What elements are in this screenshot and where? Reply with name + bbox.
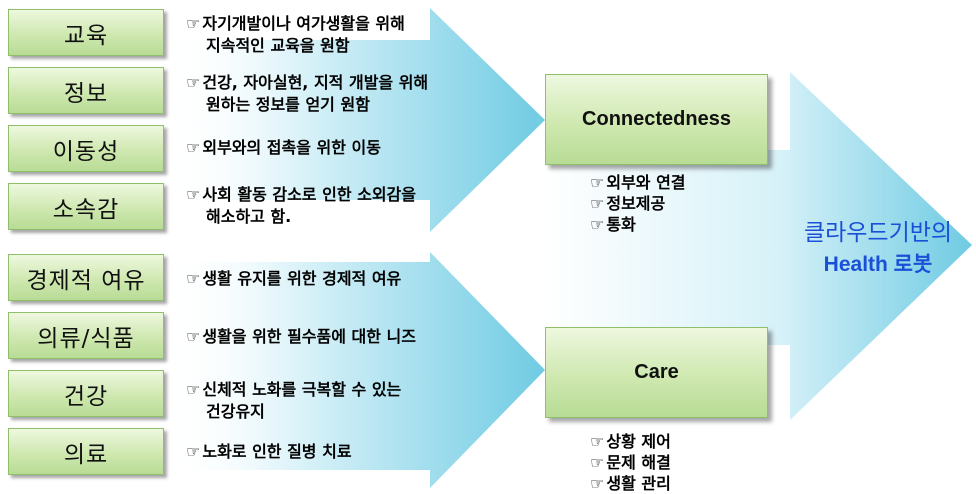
desc-line: 자기개발이나 여가생활을 위해 <box>202 14 405 33</box>
need-description: ☞생활을 위한 필수품에 대한 니즈 <box>186 326 476 348</box>
desc-line: 건강, 자아실현, 지적 개발을 위해 <box>202 73 429 92</box>
pointing-hand-icon: ☞ <box>590 215 605 234</box>
desc-line: 노화로 인한 질병 치료 <box>202 442 352 461</box>
pointing-hand-icon: ☞ <box>590 432 605 451</box>
need-description: ☞사회 활동 감소로 인한 소외감을 해소하고 함. <box>186 184 476 228</box>
need-box-medical: 의료 <box>8 428 164 475</box>
desc-line: 건강유지 <box>206 402 265 421</box>
pointing-hand-icon: ☞ <box>186 442 201 461</box>
need-box-mobility: 이동성 <box>8 125 164 172</box>
desc-line: 지속적인 교육을 원함 <box>206 36 350 55</box>
desc-line: 해소하고 함. <box>206 207 292 226</box>
need-label: 교육 <box>63 22 109 49</box>
need-description: ☞노화로 인한 질병 치료 <box>186 441 476 463</box>
need-label: 의류/식품 <box>37 325 135 352</box>
need-label: 의료 <box>63 441 109 468</box>
need-description: ☞외부와의 접촉을 위한 이동 <box>186 137 476 159</box>
need-box-education: 교육 <box>8 9 164 56</box>
category-title: Care <box>634 361 679 383</box>
need-label: 이동성 <box>52 138 120 165</box>
desc-line: 신체적 노화를 극복할 수 있는 <box>202 380 402 399</box>
top-arrow <box>170 8 545 232</box>
subitem-label: 상황 제어 <box>606 432 671 451</box>
subitem-label: 통화 <box>606 215 636 234</box>
need-description: ☞신체적 노화를 극복할 수 있는 건강유지 <box>186 379 476 423</box>
need-description: ☞건강, 자아실현, 지적 개발을 위해 원하는 정보를 얻기 원함 <box>186 72 476 116</box>
desc-line: 생활 유지를 위한 경제적 여유 <box>202 269 402 288</box>
need-box-information: 정보 <box>8 67 164 114</box>
subitem-label: 생활 관리 <box>606 474 671 493</box>
desc-line: 외부와의 접촉을 위한 이동 <box>202 138 381 157</box>
need-box-economic: 경제적 여유 <box>8 254 164 301</box>
desc-line: 원하는 정보를 얻기 원함 <box>206 95 370 114</box>
subitem-label: 문제 해결 <box>606 453 671 472</box>
pointing-hand-icon: ☞ <box>590 474 605 493</box>
connectedness-box: Connectedness <box>545 74 768 165</box>
pointing-hand-icon: ☞ <box>186 269 201 288</box>
need-description: ☞자기개발이나 여가생활을 위해 지속적인 교육을 원함 <box>186 13 476 57</box>
need-label: 건강 <box>63 383 109 410</box>
list-item: ☞문제 해결 <box>590 452 671 473</box>
pointing-hand-icon: ☞ <box>186 14 201 33</box>
pointing-hand-icon: ☞ <box>186 327 201 346</box>
list-item: ☞통화 <box>590 214 686 235</box>
desc-line: 사회 활동 감소로 인한 소외감을 <box>202 185 416 204</box>
category-title: Connectedness <box>582 108 731 130</box>
need-label: 소속감 <box>52 196 120 223</box>
care-box: Care <box>545 327 768 418</box>
result-label: 클라우드기반의 Health 로봇 <box>780 218 976 280</box>
subitem-label: 정보제공 <box>606 194 666 213</box>
list-item: ☞상황 제어 <box>590 431 671 452</box>
list-item: ☞정보제공 <box>590 193 686 214</box>
subitem-label: 외부와 연결 <box>606 173 686 192</box>
pointing-hand-icon: ☞ <box>590 453 605 472</box>
need-description: ☞생활 유지를 위한 경제적 여유 <box>186 268 476 290</box>
desc-line: 생활을 위한 필수품에 대한 니즈 <box>202 327 416 346</box>
pointing-hand-icon: ☞ <box>590 173 605 192</box>
list-item: ☞외부와 연결 <box>590 172 686 193</box>
need-box-belonging: 소속감 <box>8 183 164 230</box>
result-line-2: Health 로봇 <box>823 253 933 276</box>
connectedness-subitems: ☞외부와 연결 ☞정보제공 ☞통화 <box>590 172 686 235</box>
need-label: 정보 <box>63 80 109 107</box>
result-line-1: 클라우드기반의 <box>803 220 953 246</box>
pointing-hand-icon: ☞ <box>186 73 201 92</box>
pointing-hand-icon: ☞ <box>186 380 201 399</box>
pointing-hand-icon: ☞ <box>186 185 201 204</box>
pointing-hand-icon: ☞ <box>590 194 605 213</box>
need-box-health: 건강 <box>8 370 164 417</box>
list-item: ☞생활 관리 <box>590 473 671 494</box>
bottom-arrow <box>170 252 545 488</box>
need-box-clothing-food: 의류/식품 <box>8 312 164 359</box>
pointing-hand-icon: ☞ <box>186 138 201 157</box>
care-subitems: ☞상황 제어 ☞문제 해결 ☞생활 관리 <box>590 431 671 494</box>
need-label: 경제적 여유 <box>26 267 146 294</box>
